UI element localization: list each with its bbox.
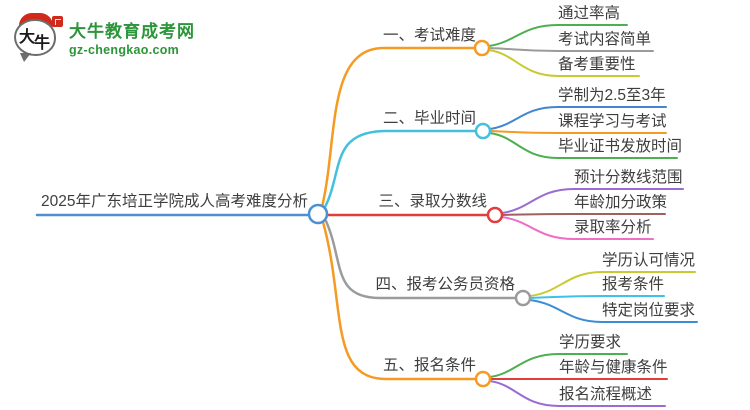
branch-5-line: [321, 220, 478, 381]
branch-2-child-2-label: 课程学习与考试: [558, 113, 667, 130]
branch-3-label: 三、录取分数线: [378, 193, 487, 210]
branch-5-label: 五、报名条件: [382, 357, 476, 374]
branch-4-child-2-line: [529, 295, 665, 299]
branch-2-node-circle: [474, 122, 492, 140]
logo-text-block: 大牛教育成考网 gz-chengkao.com: [69, 17, 195, 57]
site-domain: gz-chengkao.com: [69, 43, 180, 57]
branch-5-child-2-label: 年龄与健康条件: [559, 359, 668, 376]
branch-2-child-1-label: 学制为2.5至3年: [558, 87, 666, 104]
branch-4-child-3-line: [529, 299, 698, 323]
branch-1-label: 一、考试难度: [382, 27, 476, 44]
branch-2-child-1-line: [489, 106, 667, 130]
branch-5-child-3-label: 报名流程概述: [559, 386, 653, 403]
center-topic: 2025年广东培正学院成人高考难度分析: [41, 193, 308, 210]
branch-4-child-1-line: [529, 271, 696, 297]
branch-1-line: [320, 46, 477, 209]
branch-5-node-circle: [474, 370, 492, 388]
branch-3-child-1-line: [501, 188, 684, 214]
branch-4-line: [324, 219, 518, 300]
branch-4-child-1-label: 学历认可情况: [602, 252, 696, 269]
branch-5-child-1-line: [489, 353, 628, 378]
branch-1-child-1-line: [488, 24, 628, 47]
branch-1-child-1-label: 通过率高: [558, 5, 621, 22]
branch-3-node-circle: [486, 206, 504, 224]
branch-2-child-3-label: 毕业证书发放时间: [558, 138, 683, 155]
branch-3-child-2-line: [501, 213, 666, 216]
branch-1-node-circle: [473, 39, 491, 57]
branch-4-label: 四、报考公务员资格: [375, 276, 515, 293]
branch-2-label: 二、毕业时间: [382, 110, 476, 127]
branch-4-child-3-label: 特定岗位要求: [602, 302, 696, 319]
branch-2-child-2-line: [489, 130, 667, 134]
bull-speech-bubble-icon: 大 牛: [12, 12, 64, 62]
logo-character-bottom: 牛: [33, 35, 50, 52]
site-name: 大牛教育成考网: [69, 22, 195, 41]
branch-1-child-2-label: 考试内容简单: [558, 31, 652, 48]
center-node-circle: [307, 203, 329, 225]
branch-5-child-1-label: 学历要求: [559, 334, 622, 351]
branch-3-child-2-label: 年龄加分政策: [574, 194, 668, 211]
speech-bubble: 大 牛: [14, 19, 56, 62]
branch-3-child-3-label: 录取率分析: [574, 219, 652, 236]
logo-character-top: 大: [19, 29, 36, 46]
branch-3-child-1-label: 预计分数线范围: [574, 169, 683, 186]
red-seal-icon: [52, 16, 63, 27]
site-logo[interactable]: 大 牛 大牛教育成考网 gz-chengkao.com: [12, 12, 195, 62]
branch-2-child-3-line: [489, 132, 678, 159]
branch-1-child-3-line: [488, 49, 640, 77]
branch-4-child-2-label: 报考条件: [602, 276, 665, 293]
branch-3-child-3-line: [501, 216, 654, 240]
branch-2-line: [323, 129, 478, 209]
branch-4-node-circle: [514, 289, 532, 307]
branch-1-child-3-label: 备考重要性: [558, 56, 636, 73]
branch-1-child-2-line: [488, 47, 654, 52]
branch-5-child-3-line: [489, 380, 666, 407]
